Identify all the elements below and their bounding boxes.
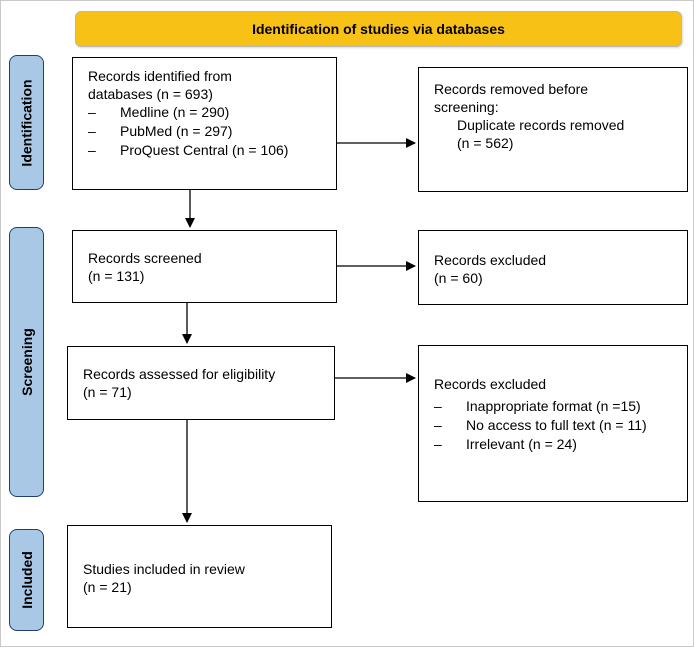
diagram-header: Identification of studies via databases	[75, 11, 682, 47]
phase-identification: Identification	[9, 55, 44, 190]
records-identified-box: Records identified from databases (n = 6…	[72, 57, 337, 190]
source-proquest: ProQuest Central (n = 106)	[120, 142, 289, 158]
records-removed-line4: (n = 562)	[457, 135, 514, 151]
source-pubmed: PubMed (n = 297)	[120, 123, 233, 139]
records-identified-line2: databases (n = 693)	[88, 86, 213, 102]
exclusion-inappropriate-format: Inappropriate format (n =15)	[466, 398, 641, 414]
records-assessed-box: Records assessed for eligibility (n = 71…	[67, 346, 335, 420]
records-identified-line1: Records identified from	[88, 68, 232, 84]
records-excluded-eligibility-line1: Records excluded	[434, 376, 547, 392]
header-title: Identification of studies via databases	[252, 21, 505, 37]
records-assessed-line1: Records assessed for eligibility	[83, 366, 276, 382]
studies-included-line2: (n = 21)	[83, 579, 132, 595]
records-screened-line1: Records screened	[88, 250, 202, 266]
records-removed-box: Records removed before screening: Duplic…	[418, 67, 688, 192]
source-medline: Medline (n = 290)	[120, 104, 230, 120]
records-screened-box: Records screened (n = 131)	[72, 230, 337, 303]
records-excluded-line2: (n = 60)	[434, 270, 483, 286]
records-assessed-line2: (n = 71)	[83, 384, 132, 400]
exclusion-no-access: No access to full text (n = 11)	[466, 417, 647, 433]
phase-screening: Screening	[9, 227, 44, 497]
records-excluded-line1: Records excluded	[434, 252, 547, 268]
records-removed-line3: Duplicate records removed	[457, 117, 625, 133]
phase-included: Included	[9, 529, 44, 631]
records-removed-line2: screening:	[434, 99, 499, 115]
records-excluded-eligibility-box: Records excluded – Inappropriate format …	[418, 345, 688, 502]
records-removed-line1: Records removed before	[434, 81, 589, 97]
studies-included-box: Studies included in review (n = 21)	[67, 525, 332, 628]
exclusion-irrelevant: Irrelevant (n = 24)	[466, 436, 577, 452]
records-excluded-box: Records excluded (n = 60)	[418, 230, 688, 305]
studies-included-line1: Studies included in review	[83, 561, 245, 577]
records-screened-line2: (n = 131)	[88, 268, 145, 284]
